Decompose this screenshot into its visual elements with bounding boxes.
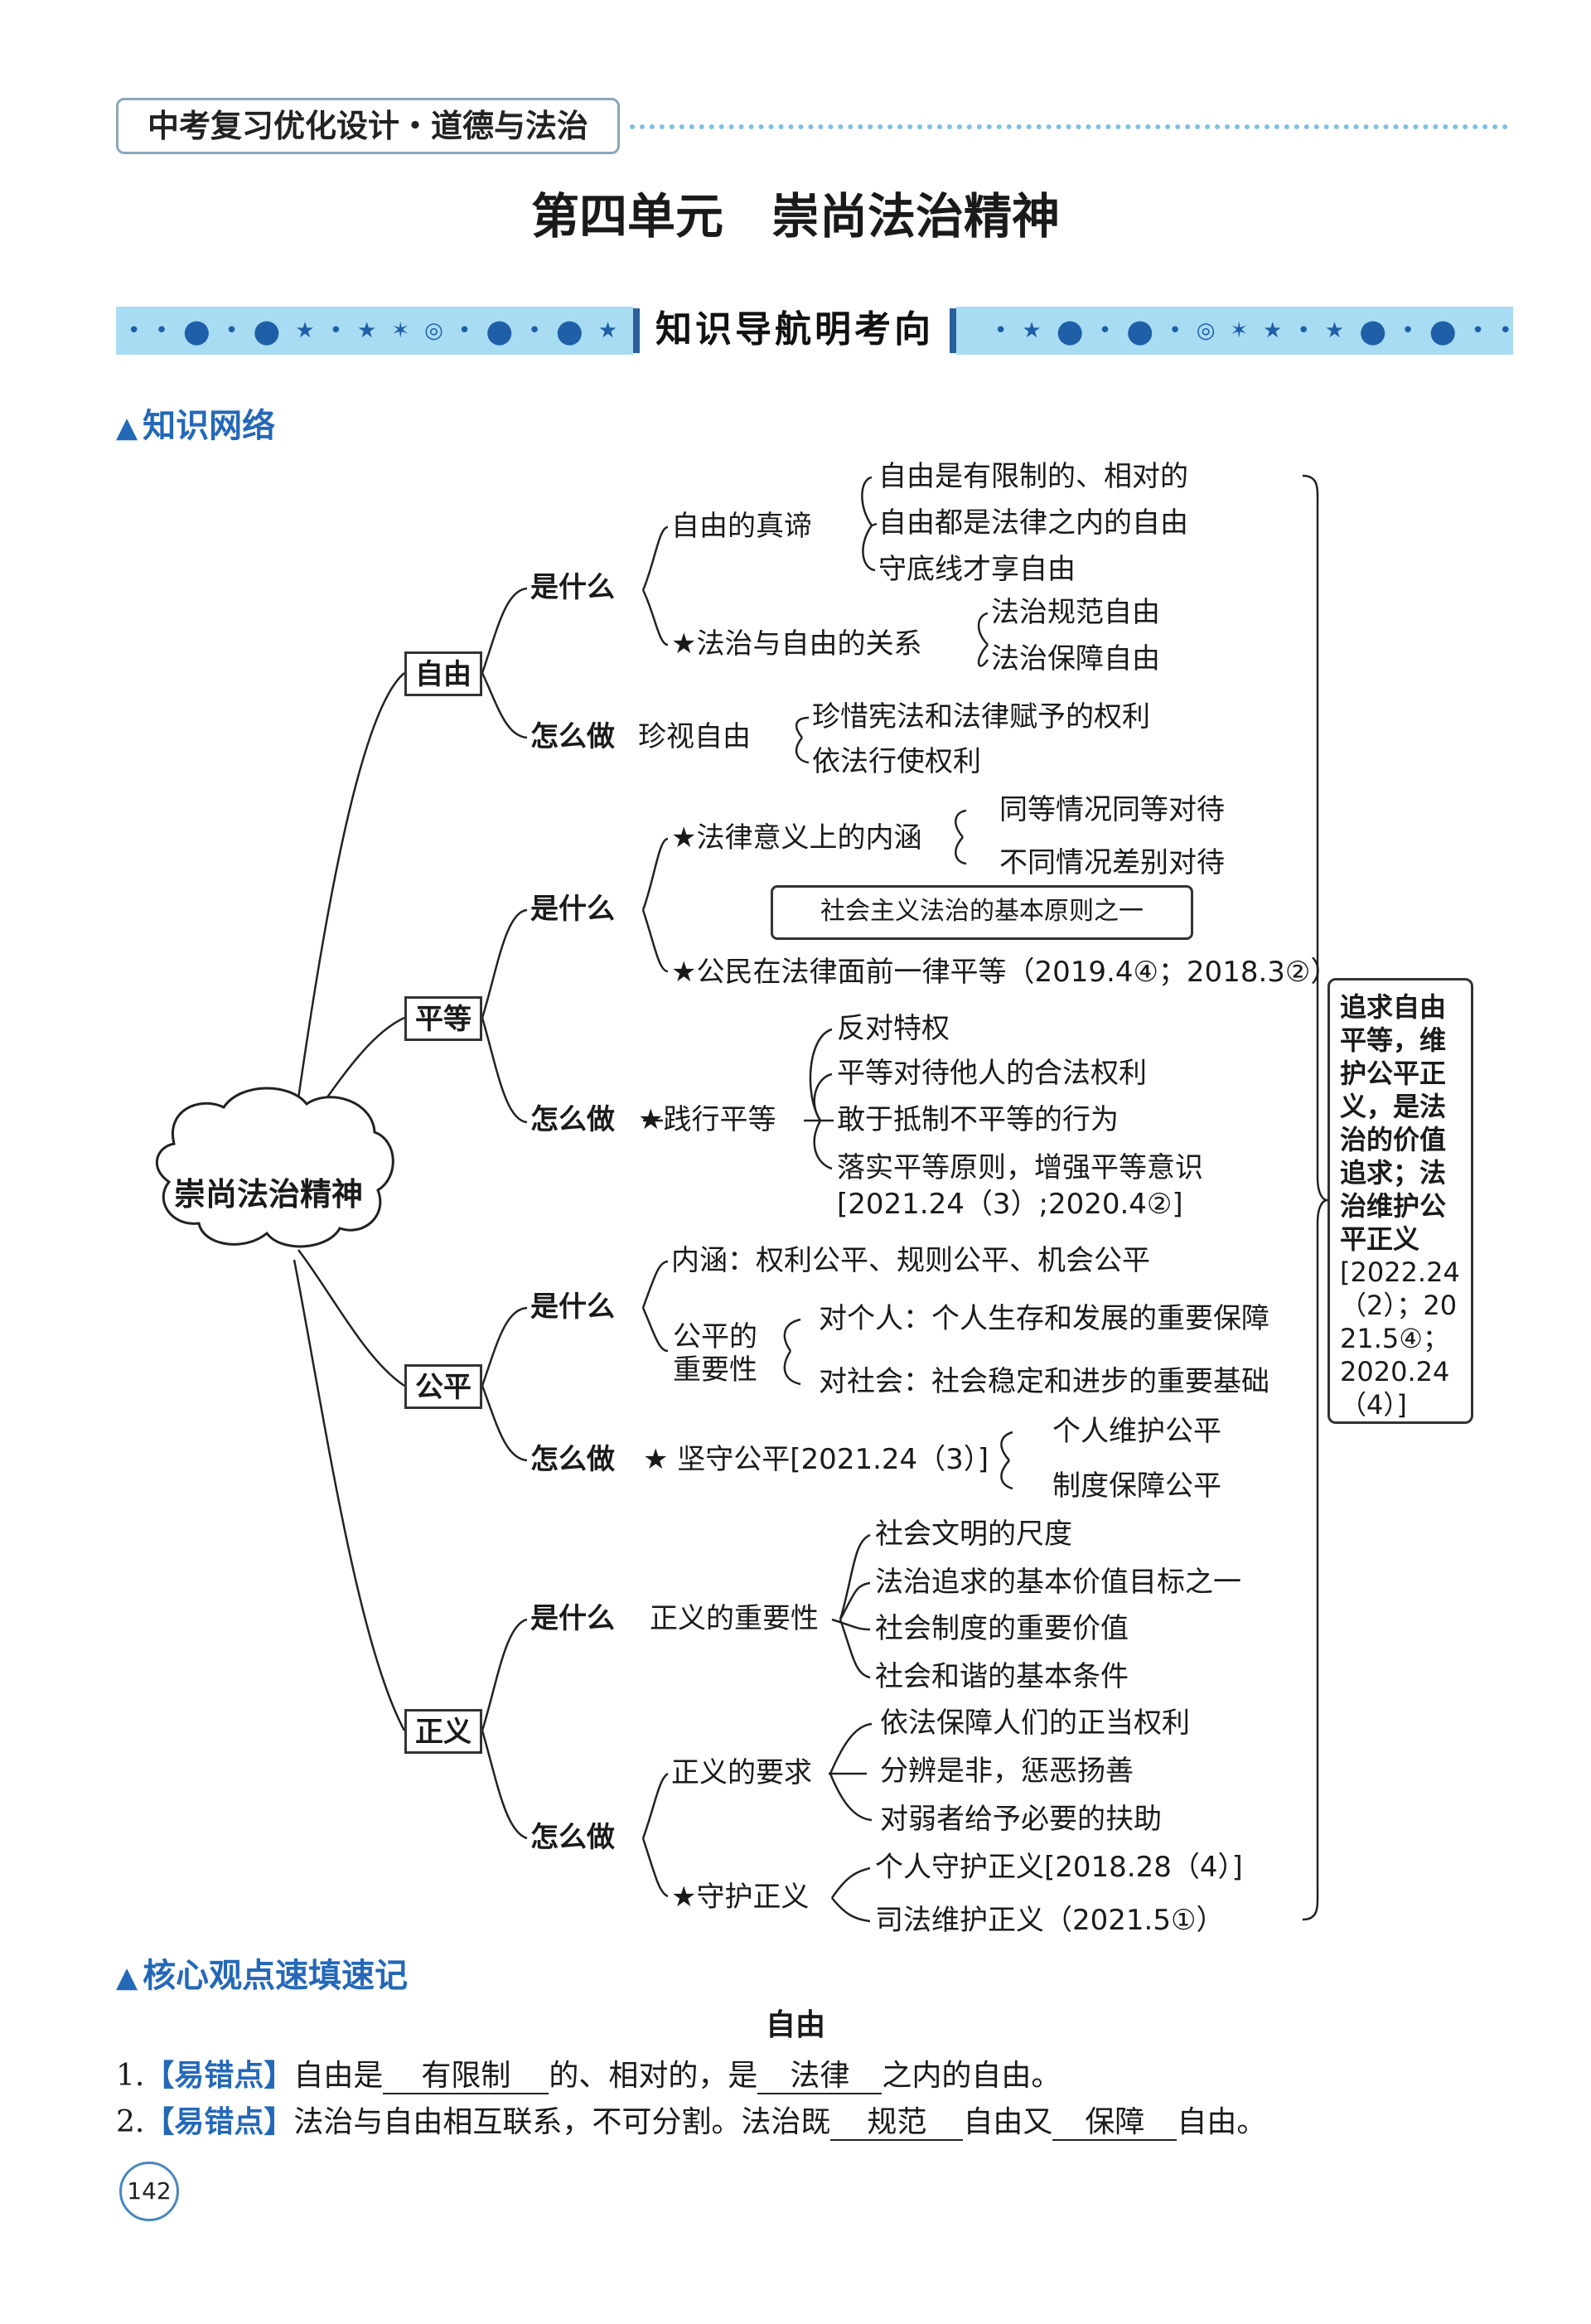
fill-text: 法治与自由相互联系，不可分割。法治既 <box>293 2105 830 2139</box>
freedom-truth: 自由的真谛 <box>671 512 812 540</box>
fill-item-number: 1. <box>116 2059 144 2093</box>
fill-blank-answer: 有限制 <box>383 2059 549 2094</box>
freedom-relation: ★法治与自由的关系 <box>671 630 921 658</box>
error-prone-tag: 【易错点】 <box>144 2105 293 2139</box>
freedom-how-label: 怎么做 <box>530 723 615 751</box>
equality-practice-item: 落实平等原则，增强平等意识 <box>837 1154 1203 1182</box>
fairness-uphold-item: 制度保障公平 <box>1052 1472 1221 1500</box>
equality-what-label: 是什么 <box>530 895 615 923</box>
freedom-truth-item: 守底线才享自由 <box>878 555 1076 583</box>
subsection-title: 自由 <box>0 2011 1591 2041</box>
fill-text: 的、相对的，是 <box>549 2059 757 2093</box>
justice-guard-item: 个人守护正义[2018.28（4）] <box>875 1853 1243 1881</box>
fill-item-1: 1.【易错点】自由是有限制的、相对的，是法律之内的自由。 <box>116 2059 1061 2094</box>
justice-importance-item: 社会制度的重要价值 <box>875 1615 1129 1643</box>
node-justice: 正义 <box>404 1709 482 1754</box>
justice-requirements-item: 对弱者给予必要的扶助 <box>880 1805 1162 1833</box>
justice-importance-item: 社会和谐的基本条件 <box>875 1663 1129 1691</box>
fairness-importance-line2: 重要性 <box>673 1356 757 1384</box>
freedom-truth-item: 自由是有限制的、相对的 <box>878 462 1188 491</box>
fairness-importance-item: 对个人：个人生存和发展的重要保障 <box>819 1305 1269 1333</box>
fairness-importance-item: 对社会：社会稳定和进步的重要基础 <box>819 1368 1269 1396</box>
equality-how-label: 怎么做 <box>530 1106 615 1134</box>
freedom-relation-item: 法治规范自由 <box>991 598 1160 627</box>
equality-callout: 社会主义法治的基本原则之一 <box>771 885 1193 940</box>
fill-text: 之内的自由。 <box>882 2059 1061 2093</box>
freedom-truth-item: 自由都是法律之内的自由 <box>878 509 1188 537</box>
section-core-points-label: 核心观点速填速记 <box>143 1957 408 1995</box>
equality-meaning-item: 不同情况差别对待 <box>999 849 1225 877</box>
fill-text: 自由。 <box>1177 2105 1266 2139</box>
fill-blank-answer: 规范 <box>830 2105 963 2141</box>
freedom-cherish-item: 珍惜宪法和法律赋予的权利 <box>812 703 1150 731</box>
justice-requirements-item: 依法保障人们的正当权利 <box>880 1709 1190 1737</box>
freedom-cherish-item: 依法行使权利 <box>812 748 981 776</box>
equality-practice-item: 敢于抵制不平等的行为 <box>837 1106 1119 1134</box>
summary-highlight: 追求自由平等，维护公平正义，是法治的价值追求；法治维护公平正义 <box>1340 990 1461 1256</box>
equality-practice-ref: [2021.24（3）;2020.4②] <box>837 1190 1183 1218</box>
fairness-uphold: ★ 坚守公平[2021.24（3）] <box>643 1445 989 1474</box>
justice-what-label: 是什么 <box>530 1605 615 1633</box>
fill-blank-answer: 保障 <box>1052 2105 1177 2141</box>
fill-blank-answer: 法律 <box>757 2059 882 2094</box>
node-freedom: 自由 <box>404 651 482 696</box>
section-core-points: ▲核心观点速填速记 <box>116 1959 408 1992</box>
fairness-how-label: 怎么做 <box>530 1445 615 1474</box>
freedom-cherish: 珍视自由 <box>638 723 751 751</box>
fairness-what-label: 是什么 <box>530 1293 615 1321</box>
fairness-connotation: 内涵：权利公平、规则公平、机会公平 <box>671 1247 1150 1275</box>
fairness-uphold-item: 个人维护公平 <box>1052 1417 1221 1445</box>
fairness-importance-line1: 公平的 <box>673 1323 757 1351</box>
page-number: 142 <box>119 2162 179 2221</box>
equality-meaning: ★法律意义上的内涵 <box>671 824 921 852</box>
justice-importance-item: 法治追求的基本价值目标之一 <box>875 1568 1241 1596</box>
center-cloud <box>157 1088 393 1247</box>
equality-practice-item: 反对特权 <box>837 1014 950 1043</box>
fill-item-2: 2.【易错点】法治与自由相互联系，不可分割。法治既规范自由又保障自由。 <box>116 2105 1266 2141</box>
node-fairness: 公平 <box>404 1364 482 1409</box>
equality-citizens: ★公民在法律面前一律平等（2019.4④；2018.3②） <box>671 958 1338 986</box>
justice-guard: ★守护正义 <box>671 1883 809 1911</box>
fill-text: 自由是 <box>293 2059 383 2093</box>
justice-guard-item: 司法维护正义（2021.5①） <box>875 1906 1224 1934</box>
summary-ref: [2022.24（2）；2021.5④；2020.24（4）] <box>1340 1256 1461 1421</box>
freedom-what-label: 是什么 <box>530 574 615 602</box>
error-prone-tag: 【易错点】 <box>144 2059 293 2093</box>
justice-how-label: 怎么做 <box>530 1823 615 1852</box>
node-equality: 平等 <box>404 996 482 1041</box>
triangle-icon: ▲ <box>116 1961 138 1994</box>
equality-practice-item: 平等对待他人的合法权利 <box>837 1059 1147 1087</box>
justice-requirements-item: 分辨是非，惩恶扬善 <box>880 1757 1134 1785</box>
center-node: 崇尚法治精神 <box>174 1179 363 1210</box>
fill-text: 自由又 <box>963 2105 1052 2139</box>
freedom-relation-item: 法治保障自由 <box>991 645 1160 673</box>
justice-importance: 正义的重要性 <box>650 1605 819 1633</box>
equality-meaning-item: 同等情况同等对待 <box>999 796 1225 824</box>
fill-item-number: 2. <box>116 2105 144 2139</box>
justice-importance-item: 社会文明的尺度 <box>875 1520 1072 1548</box>
equality-practice: ★践行平等 <box>638 1106 776 1134</box>
summary-box: 追求自由平等，维护公平正义，是法治的价值追求；法治维护公平正义 [2022.24… <box>1327 978 1473 1424</box>
justice-requirements: 正义的要求 <box>671 1759 812 1787</box>
